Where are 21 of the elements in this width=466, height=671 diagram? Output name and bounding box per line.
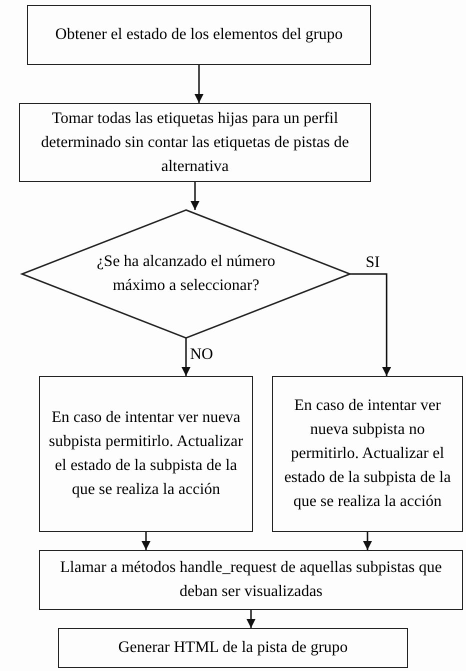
arrow	[246, 610, 256, 628]
arrow	[363, 532, 372, 550]
process-box	[58, 628, 408, 668]
node-text: En caso de intentar ver nueva subpista permitirlo. Actualizar el estado de la subpista de la que se realiza la acción	[48, 408, 244, 500]
node-text: Obtener el estado de los elementos del grupo	[55, 25, 343, 45]
process-box	[39, 550, 463, 610]
arrow	[350, 273, 392, 376]
node-text: Generar HTML de la pista de grupo	[118, 638, 348, 658]
arrow	[142, 532, 150, 550]
decision-diamond	[22, 210, 350, 338]
node-text: En caso de intentar ver nueva subpista no permitirlo. Actualizar el estado de la subpista de la que se realiza la acción	[283, 396, 452, 512]
node-text: ¿Se ha alcanzado el número máximo a seleccionar?	[96, 252, 276, 296]
arrow	[182, 338, 190, 376]
node-text: Llamar a métodos handle_request de aquellas subpistas que deban ser visualizadas	[59, 558, 443, 602]
node-text: Tomar todas las etiquetas hijas para un perfil determinado sin contar las etiquetas de pistas de alternativa	[40, 108, 350, 176]
process-box	[272, 376, 463, 532]
process-box	[27, 5, 371, 65]
arrow	[194, 65, 204, 103]
process-box	[39, 376, 253, 532]
arrow	[190, 182, 200, 210]
process-box	[19, 103, 371, 182]
